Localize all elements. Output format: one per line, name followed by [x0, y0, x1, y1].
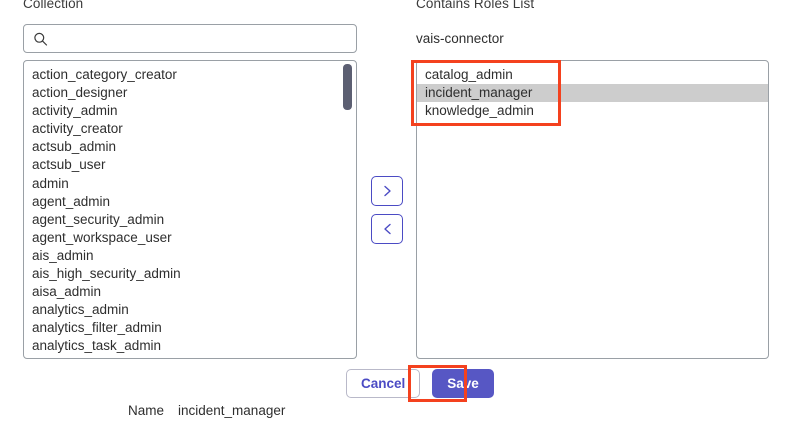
list-item[interactable]: analytics_admin	[32, 302, 129, 318]
list-item[interactable]: ais_high_security_admin	[32, 266, 181, 282]
list-item[interactable]: activity_creator	[32, 121, 123, 137]
list-item[interactable]: incident_manager	[417, 84, 768, 103]
list-item[interactable]: activity_admin	[32, 103, 118, 119]
record-name-value: incident_manager	[178, 403, 286, 418]
list-item[interactable]: analytics_viewer	[24, 356, 356, 359]
search-icon	[33, 31, 48, 46]
collection-list-scrollbar[interactable]	[343, 63, 353, 356]
dialog-actions: Cancel Save	[346, 369, 494, 398]
collection-label: Collection	[23, 0, 84, 11]
remove-role-button[interactable]	[371, 214, 403, 244]
cancel-button[interactable]: Cancel	[346, 369, 421, 398]
chevron-right-icon	[372, 185, 402, 197]
list-item[interactable]: analytics_filter_admin	[32, 320, 162, 336]
list-item[interactable]: knowledge_admin	[425, 103, 534, 119]
list-item[interactable]: admin	[32, 175, 69, 191]
contains-roles-list-label: Contains Roles List	[416, 0, 535, 11]
role-subject-value: vais-connector	[416, 31, 504, 46]
list-item[interactable]: aisa_admin	[32, 284, 102, 300]
list-item[interactable]: analytics_task_admin	[32, 338, 162, 354]
list-item[interactable]: catalog_admin	[425, 67, 513, 82]
save-button[interactable]: Save	[432, 369, 494, 398]
list-item[interactable]: ais_admin	[32, 247, 94, 263]
record-name-row: Name incident_manager	[128, 403, 285, 418]
add-role-button[interactable]	[371, 176, 403, 206]
search-input[interactable]	[54, 25, 350, 52]
record-name-label: Name	[128, 403, 165, 418]
collection-list-scrollbar-thumb[interactable]	[343, 64, 352, 110]
list-item[interactable]: action_category_creator	[32, 67, 177, 82]
list-item[interactable]: agent_admin	[32, 193, 111, 209]
list-item[interactable]: agent_security_admin	[32, 211, 165, 227]
transfer-button-group	[371, 176, 403, 244]
list-item[interactable]: agent_workspace_user	[32, 229, 172, 245]
search-box[interactable]	[23, 24, 357, 53]
chevron-left-icon	[372, 223, 402, 235]
list-item[interactable]: action_designer	[32, 85, 128, 101]
list-item[interactable]: actsub_user	[32, 157, 106, 173]
list-item[interactable]: actsub_admin	[32, 139, 117, 155]
